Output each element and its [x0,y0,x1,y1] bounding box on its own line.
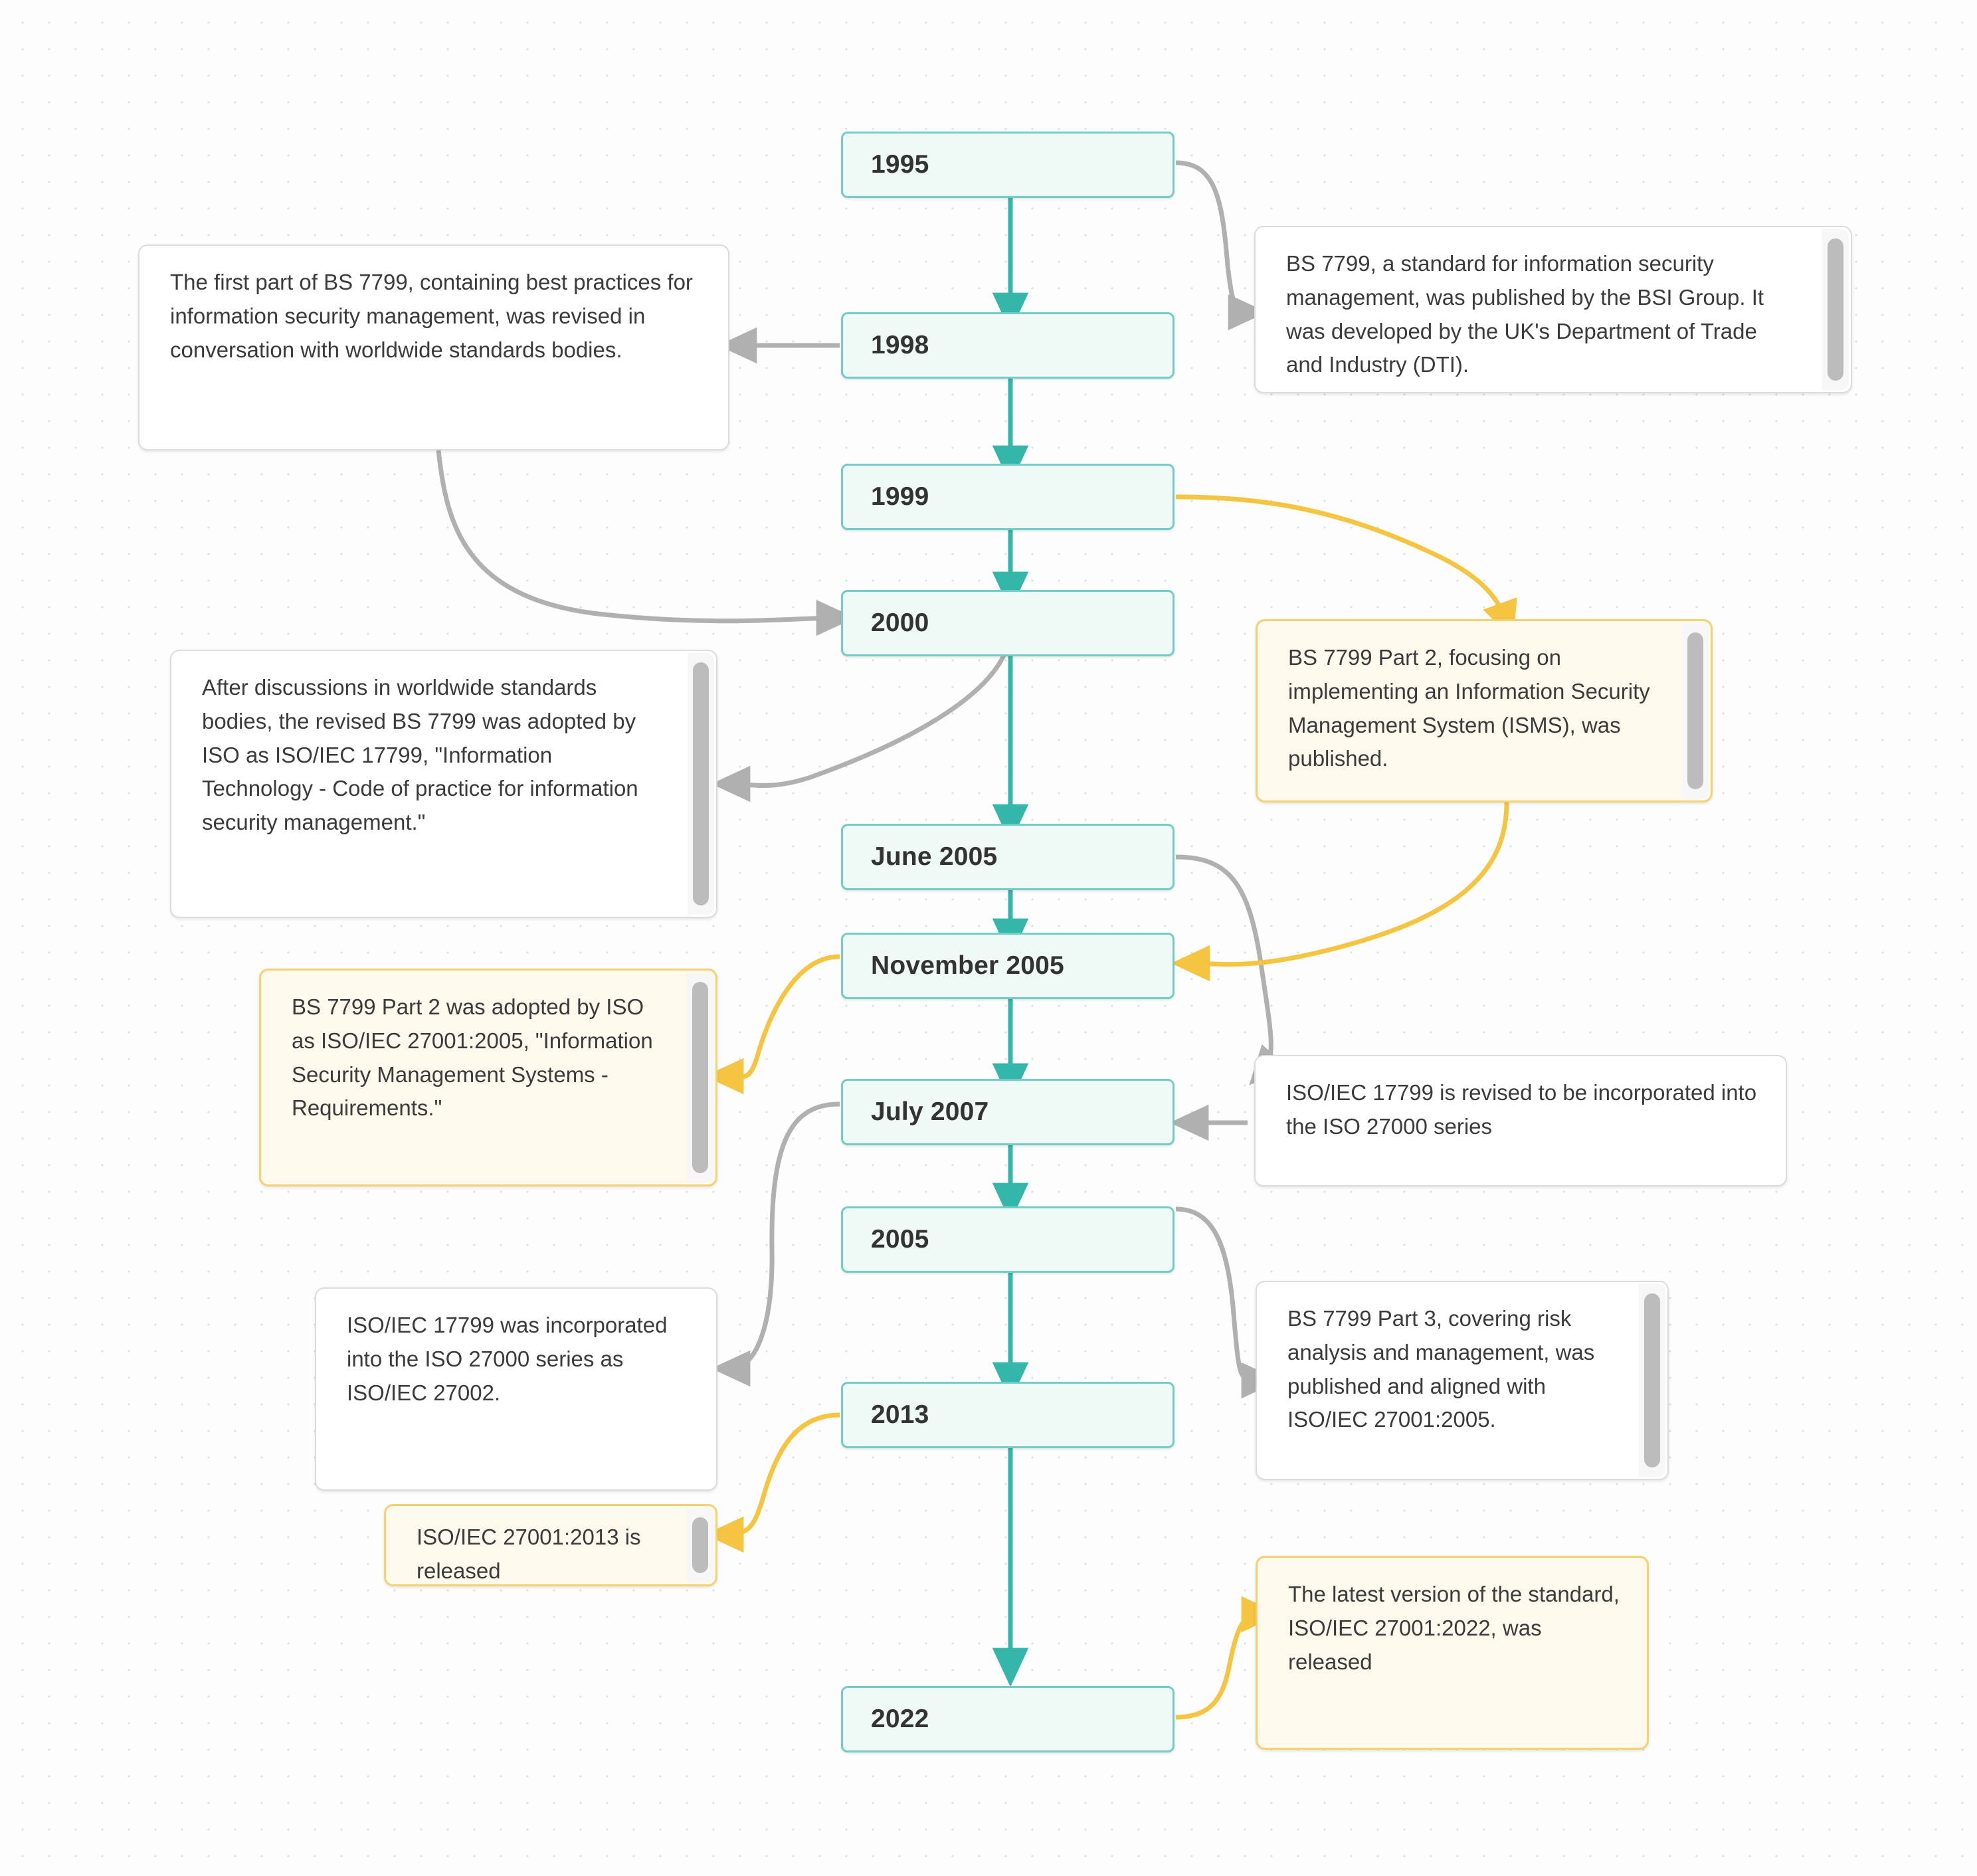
scrollbar-thumb[interactable] [693,662,709,905]
timeline-node-label: 1999 [871,482,929,511]
note-27001-2022-released[interactable]: The latest version of the standard, ISO/… [1256,1556,1649,1750]
timeline-node-1995[interactable]: 1995 [841,132,1175,198]
timeline-node-label: 2000 [871,609,929,637]
timeline-node-label: July 2007 [871,1097,989,1126]
edge-1999-to-note-bs7799-part2 [1175,494,1517,640]
note-scrollbar[interactable] [687,973,713,1182]
timeline-node-2000[interactable]: 2000 [841,590,1175,656]
note-first-part-revised[interactable]: The first part of BS 7799, containing be… [138,244,729,450]
scrollbar-thumb[interactable] [1644,1293,1660,1467]
edge-1995-to-note-bs7799-published [1175,160,1268,331]
note-scrollbar[interactable] [1682,623,1709,798]
timeline-node-label: 2005 [871,1225,929,1254]
timeline-node-2005[interactable]: 2005 [841,1206,1175,1273]
edge-2013-to-note-27001-2013 [704,1412,840,1553]
timeline-node-2022[interactable]: 2022 [841,1686,1175,1752]
scrollbar-thumb[interactable] [1687,632,1703,789]
edge-jul07-to-note-17799-27002 [711,1101,840,1387]
note-text: ISO/IEC 17799 was incorporated into the … [347,1313,674,1405]
timeline-node-2013[interactable]: 2013 [841,1382,1175,1448]
edge-note-first-part-to-2000 [436,450,856,636]
note-scrollbar[interactable] [687,1508,713,1582]
scrollbar-thumb[interactable] [692,1517,708,1573]
edge-jun05-to-note-17799-revised [1175,854,1289,1085]
note-17799-revised-27000[interactable]: ISO/IEC 17799 is revised to be incorpora… [1254,1055,1787,1186]
timeline-node-label: 1998 [871,331,929,359]
timeline-node-label: November 2005 [871,951,1064,980]
edge-2022-to-note-27001-2022 [1175,1596,1281,1720]
scrollbar-thumb[interactable] [692,982,708,1173]
timeline-node-june-2005[interactable]: June 2005 [841,824,1175,890]
note-text: ISO/IEC 27001:2013 is released [417,1525,647,1583]
note-text: The latest version of the standard, ISO/… [1288,1582,1626,1674]
note-part2-adopted-27001[interactable]: BS 7799 Part 2 was adopted by ISO as ISO… [259,969,717,1186]
note-text: BS 7799, a standard for information secu… [1286,251,1770,377]
timeline-node-label: June 2005 [871,842,998,871]
timeline-node-1998[interactable]: 1998 [841,312,1175,379]
note-iso17799-adopted[interactable]: After discussions in worldwide standards… [170,650,717,918]
note-text: BS 7799 Part 2 was adopted by ISO as ISO… [292,994,659,1121]
note-text: After discussions in worldwide standards… [202,675,644,835]
timeline-node-november-2005[interactable]: November 2005 [841,933,1175,999]
note-17799-to-27002[interactable]: ISO/IEC 17799 was incorporated into the … [315,1287,717,1491]
note-scrollbar[interactable] [688,653,714,915]
note-text: BS 7799 Part 3, covering risk analysis a… [1287,1306,1601,1432]
scrollbar-thumb[interactable] [1828,238,1843,381]
timeline-node-label: 2022 [871,1705,929,1733]
note-bs7799-part2[interactable]: BS 7799 Part 2, focusing on implementing… [1256,619,1713,802]
note-bs7799-part3[interactable]: BS 7799 Part 3, covering risk analysis a… [1256,1281,1669,1480]
timeline-node-1999[interactable]: 1999 [841,464,1175,530]
note-scrollbar[interactable] [1822,229,1849,390]
edge-2005-to-note-bs7799-part3 [1175,1206,1281,1399]
edge-note-bs7799-part2-to-nov05 [1171,802,1509,982]
note-bs7799-published[interactable]: BS 7799, a standard for information secu… [1254,226,1852,393]
timeline-node-label: 1995 [871,150,929,179]
edge-nov05-to-note-part2-adopted [704,954,840,1095]
note-text: ISO/IEC 17799 is revised to be incorpora… [1286,1080,1763,1139]
note-text: BS 7799 Part 2, focusing on implementing… [1288,645,1656,771]
timeline-node-july-2007[interactable]: July 2007 [841,1079,1175,1145]
note-scrollbar[interactable] [1639,1284,1665,1477]
timeline-node-label: 2013 [871,1400,929,1429]
note-text: The first part of BS 7799, containing be… [170,270,700,362]
note-27001-2013-released[interactable]: ISO/IEC 27001:2013 is released [384,1504,717,1586]
